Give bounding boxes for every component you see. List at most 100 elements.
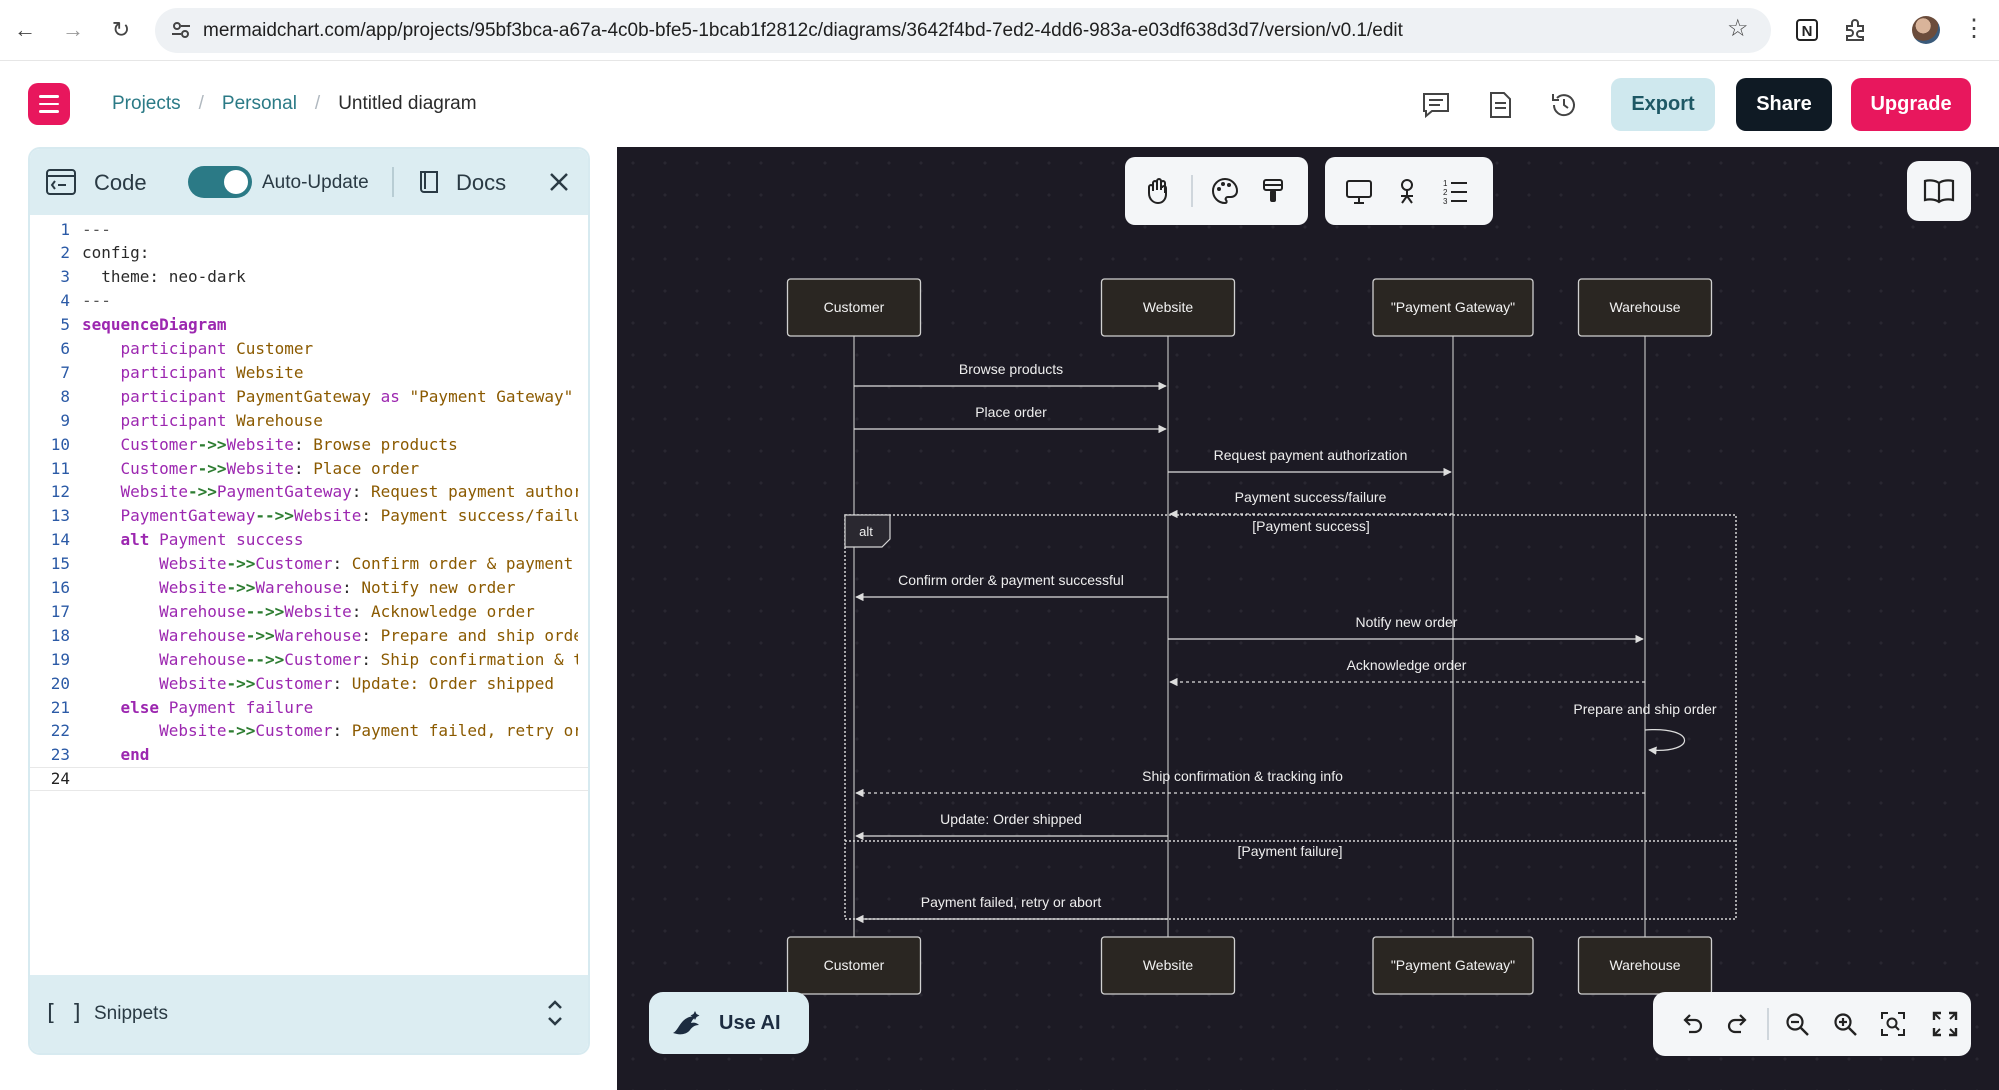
participant-label: "Payment Gateway" [1391, 957, 1515, 973]
comments-icon[interactable] [1420, 89, 1452, 121]
code-line[interactable]: 4--- [30, 289, 588, 313]
participant-box-top[interactable]: Customer [786, 278, 922, 337]
code-line[interactable]: 12 Website->>PaymentGateway: Request pay… [30, 480, 588, 504]
breadcrumb-personal[interactable]: Personal [221, 93, 297, 114]
redo-icon[interactable] [1715, 1000, 1763, 1048]
code-line[interactable]: 22 Website->>Customer: Payment failed, r… [30, 719, 588, 743]
snippets-bar[interactable]: [ ] Snippets [30, 975, 588, 1053]
reference-book-button[interactable] [1907, 161, 1971, 221]
diagram-title[interactable]: Untitled diagram [338, 93, 477, 114]
canvas-tools-group [1125, 157, 1308, 225]
participant-box-top[interactable]: Website [1100, 278, 1236, 337]
message-arrow[interactable]: Acknowledge order [1169, 657, 1645, 687]
line-number: 5 [60, 315, 70, 335]
auto-update-toggle[interactable] [188, 166, 252, 198]
site-settings-icon[interactable] [170, 19, 192, 41]
message-arrow[interactable]: Prepare and ship order [1573, 701, 1717, 755]
participant-box-top[interactable]: Warehouse [1577, 278, 1713, 337]
code-line[interactable]: 19 Warehouse-->>Customer: Ship confirmat… [30, 647, 588, 671]
share-button[interactable]: Share [1736, 78, 1832, 131]
actor-icon[interactable] [1383, 167, 1431, 215]
participant-box-bottom[interactable]: "Payment Gateway" [1372, 936, 1534, 995]
document-icon[interactable] [1484, 89, 1516, 121]
pan-hand-icon[interactable] [1135, 167, 1183, 215]
bookmark-star-icon[interactable]: ☆ [1727, 15, 1749, 42]
code-line[interactable]: 9 participant Warehouse [30, 408, 588, 432]
code-line[interactable]: 20 Website->>Customer: Update: Order shi… [30, 671, 588, 695]
participant-label: Website [1143, 957, 1194, 973]
code-text: Website->>Warehouse: Notify new order [82, 578, 516, 597]
reload-icon[interactable]: ↻ [111, 17, 131, 42]
code-line[interactable]: 10 Customer->>Website: Browse products [30, 432, 588, 456]
address-bar[interactable]: mermaidchart.com/app/projects/95bf3bca-a… [155, 8, 1771, 53]
chevron-expand-icon[interactable] [546, 997, 564, 1029]
code-line[interactable]: 21 else Payment failure [30, 695, 588, 719]
code-text: Customer->>Website: Browse products [82, 434, 458, 454]
code-tab[interactable]: Code [94, 170, 147, 195]
upgrade-button[interactable]: Upgrade [1851, 78, 1971, 131]
code-line[interactable]: 24 [30, 766, 588, 791]
code-line[interactable]: 3 theme: neo-dark [30, 265, 588, 289]
fullscreen-icon[interactable] [1921, 1000, 1969, 1048]
code-line[interactable]: 18 Warehouse->>Warehouse: Prepare and sh… [30, 623, 588, 647]
tool-divider [1191, 175, 1193, 207]
participant-box-bottom[interactable]: Customer [786, 936, 922, 995]
participant-box-bottom[interactable]: Website [1100, 936, 1236, 995]
code-line[interactable]: 16 Website->>Warehouse: Notify new order [30, 576, 588, 600]
extensions-puzzle-icon[interactable] [1842, 17, 1868, 43]
message-label: Acknowledge order [1347, 657, 1467, 673]
message-arrow[interactable]: Confirm order & payment successful [855, 572, 1168, 602]
alt-label: alt [859, 524, 873, 539]
message-arrow[interactable]: Request payment authorization [1168, 447, 1452, 477]
back-icon[interactable]: ← [14, 17, 36, 42]
code-line[interactable]: 11 Customer->>Website: Place order [30, 456, 588, 480]
profile-avatar[interactable] [1912, 16, 1940, 44]
code-line[interactable]: 6 participant Customer [30, 337, 588, 361]
zoom-fit-icon[interactable] [1869, 1000, 1917, 1048]
participant-box-top[interactable]: "Payment Gateway" [1372, 278, 1534, 337]
participant-box-bottom[interactable]: Warehouse [1577, 936, 1713, 995]
code-line[interactable]: 23 end [30, 743, 588, 767]
code-line[interactable]: 17 Warehouse-->>Website: Acknowledge ord… [30, 599, 588, 623]
close-icon[interactable] [549, 172, 569, 192]
line-number: 19 [50, 649, 70, 669]
code-text: participant Website [82, 362, 304, 382]
message-arrow[interactable]: Payment success/failure [1169, 489, 1453, 519]
message-arrow[interactable]: Update: Order shipped [855, 811, 1168, 841]
breadcrumb-projects[interactable]: Projects [112, 93, 181, 114]
browser-menu-icon[interactable]: ⋮ [1962, 15, 1986, 42]
message-arrow[interactable]: Payment failed, retry or abort [855, 894, 1168, 924]
main-menu-button[interactable] [28, 83, 70, 125]
participant-label: Customer [824, 299, 885, 315]
message-arrow[interactable]: Browse products [854, 361, 1167, 391]
message-arrow[interactable]: Notify new order [1168, 614, 1644, 644]
code-line[interactable]: 8 participant PaymentGateway as "Payment… [30, 384, 588, 408]
participant-label: Customer [824, 957, 885, 973]
history-icon[interactable] [1548, 89, 1580, 121]
zoom-in-icon[interactable] [1821, 1000, 1869, 1048]
use-ai-button[interactable]: Use AI [649, 992, 809, 1054]
notion-extension-icon[interactable]: N [1794, 17, 1820, 43]
forward-icon[interactable]: → [62, 17, 84, 42]
zoom-out-icon[interactable] [1773, 1000, 1821, 1048]
presentation-icon[interactable] [1335, 167, 1383, 215]
code-line[interactable]: 14 alt Payment success [30, 528, 588, 552]
message-arrow[interactable]: Place order [854, 404, 1167, 434]
code-line[interactable]: 1--- [30, 217, 588, 241]
code-line[interactable]: 7 participant Website [30, 360, 588, 384]
undo-icon[interactable] [1667, 1000, 1715, 1048]
paint-brush-icon[interactable] [1249, 167, 1297, 215]
docs-book-icon[interactable] [418, 169, 442, 195]
docs-link[interactable]: Docs [456, 170, 507, 195]
message-label: Confirm order & payment successful [898, 572, 1124, 588]
message-arrow[interactable]: Ship confirmation & tracking info [855, 768, 1645, 798]
code-line[interactable]: 13 PaymentGateway-->>Website: Payment su… [30, 504, 588, 528]
theme-palette-icon[interactable] [1201, 167, 1249, 215]
export-button[interactable]: Export [1611, 78, 1715, 131]
code-line[interactable]: 15 Website->>Customer: Confirm order & p… [30, 552, 588, 576]
